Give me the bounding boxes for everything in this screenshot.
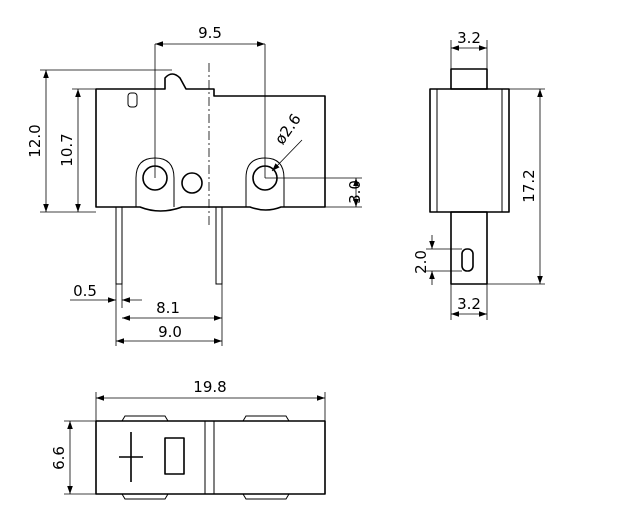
dim-label-total-height: 12.0 <box>26 124 44 157</box>
top-view-body <box>95 420 326 495</box>
top-view-window <box>164 437 185 475</box>
dim-label-pin-pitch: 9.5 <box>198 24 222 42</box>
front-view: 9.5 ø2.6 12.0 10.7 3.0 0.5 8.1 9.0 <box>26 24 364 346</box>
side-view-body <box>429 88 510 213</box>
dim-label-pin-width: 0.5 <box>73 282 97 300</box>
front-view-small-slot <box>127 92 138 108</box>
dim-label-body-height: 10.7 <box>58 133 76 166</box>
side-view-actuator <box>450 68 488 90</box>
top-view: 19.8 6.6 <box>50 378 326 500</box>
dim-label-hole-offset: 3.0 <box>346 180 364 204</box>
side-view-terminal <box>450 211 488 285</box>
front-view-left-pin <box>115 206 123 285</box>
front-view-right-pin <box>215 206 223 285</box>
front-view-small-hole <box>181 172 203 194</box>
dim-label-slot-height: 2.0 <box>412 250 430 274</box>
dim-label-pin-span: 9.0 <box>158 323 182 341</box>
dim-label-actuator-width: 3.2 <box>457 29 481 47</box>
side-view: 3.2 17.2 2.0 3.2 <box>412 29 545 320</box>
front-view-body <box>95 73 326 212</box>
dim-label-terminal-width: 3.2 <box>457 295 481 313</box>
dim-label-top-length: 19.8 <box>193 378 226 396</box>
dim-label-side-height: 17.2 <box>520 169 538 202</box>
dim-label-pin-to-center: 8.1 <box>156 299 180 317</box>
side-view-terminal-slot <box>461 248 474 272</box>
dim-label-top-width: 6.6 <box>50 446 68 470</box>
